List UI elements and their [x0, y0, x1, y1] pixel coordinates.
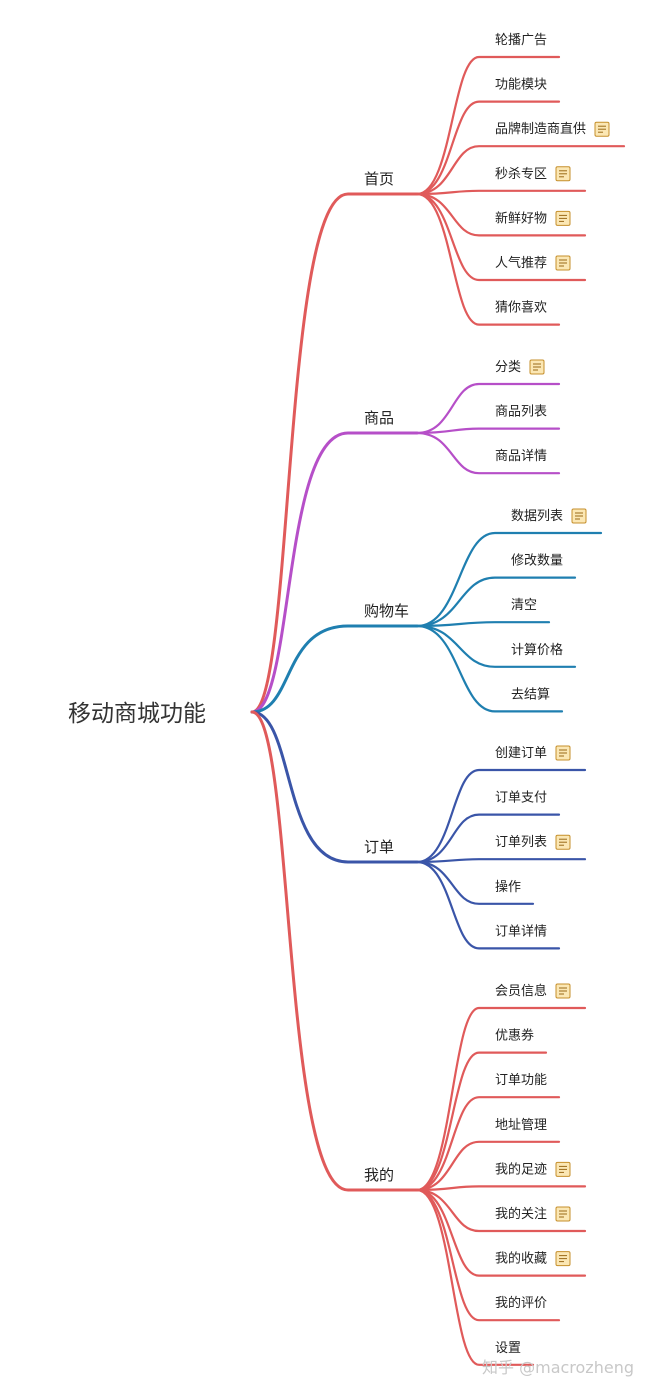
leaf-node[interactable]: 修改数量	[511, 554, 563, 569]
leaf-node[interactable]: 订单支付	[495, 791, 547, 806]
edge-root-goods	[250, 431, 419, 714]
leaf-node[interactable]: 我的关注	[495, 1206, 547, 1222]
note-icon[interactable]	[555, 745, 571, 761]
edge-leaf	[415, 427, 561, 435]
leaf-node[interactable]: 商品列表	[495, 405, 547, 420]
note-icon[interactable]	[594, 121, 610, 137]
edge-leaf	[415, 576, 577, 628]
edge-leaf	[415, 858, 587, 864]
edge-leaf	[415, 860, 535, 905]
leaf-node[interactable]: 人气推荐	[495, 255, 547, 271]
edge-leaf	[415, 1188, 587, 1233]
leaf-node[interactable]: 秒杀专区	[495, 167, 547, 182]
edge-leaf	[415, 1051, 548, 1192]
edge-root-mine	[250, 710, 419, 1192]
edge-leaf	[415, 531, 603, 628]
note-icon[interactable]	[555, 1251, 571, 1267]
edge-leaf	[415, 1188, 561, 1322]
leaf-node[interactable]: 轮播广告	[495, 33, 547, 48]
leaf-node[interactable]: 数据列表	[511, 509, 563, 524]
edge-leaf	[415, 189, 587, 196]
edge-leaf	[415, 768, 587, 864]
edge-leaf	[415, 624, 564, 713]
edge-leaf	[415, 1096, 561, 1192]
leaf-node[interactable]: 会员信息	[495, 983, 547, 999]
edge-leaf	[415, 1188, 587, 1277]
leaf-node[interactable]: 去结算	[511, 687, 550, 702]
edge-leaf	[415, 192, 587, 282]
edge-root-cart	[250, 624, 419, 714]
branch-node-goods[interactable]: 商品	[364, 409, 394, 427]
note-icon[interactable]	[529, 359, 545, 375]
note-icon[interactable]	[571, 508, 587, 524]
leaf-node[interactable]: 功能模块	[495, 78, 547, 93]
edge-leaf	[415, 860, 561, 950]
edge-leaf	[415, 145, 626, 196]
edge-leaf	[415, 621, 551, 628]
edge-leaf	[415, 1140, 561, 1192]
edge-leaf	[415, 1188, 535, 1366]
leaf-node[interactable]: 新鲜好物	[495, 210, 547, 226]
note-icon[interactable]	[555, 983, 571, 999]
branch-node-cart[interactable]: 购物车	[364, 602, 409, 620]
edge-leaf	[415, 1006, 587, 1192]
note-icon[interactable]	[555, 255, 571, 271]
leaf-node[interactable]: 清空	[511, 598, 537, 613]
leaf-node[interactable]: 品牌制造商直供	[495, 121, 586, 137]
edge-leaf	[415, 624, 577, 668]
note-icon[interactable]	[555, 1161, 571, 1177]
leaf-node[interactable]: 猜你喜欢	[495, 301, 547, 316]
note-icon[interactable]	[555, 210, 571, 226]
root-node[interactable]: 移动商城功能	[68, 701, 206, 727]
note-icon[interactable]	[555, 834, 571, 850]
leaf-node[interactable]: 计算价格	[511, 642, 563, 658]
edge-leaf	[415, 382, 561, 435]
edge-leaf	[415, 100, 561, 196]
note-icon[interactable]	[555, 166, 571, 182]
edge-leaf	[415, 1185, 587, 1192]
note-icon[interactable]	[555, 1206, 571, 1222]
leaf-node[interactable]: 订单功能	[495, 1073, 547, 1088]
leaf-node[interactable]: 分类	[495, 360, 521, 375]
leaf-node[interactable]: 商品详情	[495, 449, 547, 464]
leaf-node[interactable]: 地址管理	[495, 1118, 547, 1133]
edge-root-order	[250, 710, 419, 864]
leaf-node[interactable]: 订单列表	[495, 835, 547, 850]
leaf-node[interactable]: 订单详情	[495, 924, 547, 939]
leaf-node[interactable]: 设置	[495, 1341, 521, 1356]
leaf-node[interactable]: 操作	[495, 879, 521, 895]
leaf-node[interactable]: 我的足迹	[495, 1161, 547, 1177]
edges-layer	[250, 55, 626, 1366]
edge-leaf	[415, 192, 587, 237]
edge-leaf	[415, 813, 561, 864]
edge-leaf	[415, 431, 561, 475]
leaf-node[interactable]: 我的收藏	[495, 1251, 547, 1267]
watermark: 知乎 @macrozheng	[482, 1358, 634, 1377]
branch-node-home[interactable]: 首页	[364, 170, 394, 188]
leaf-node[interactable]: 创建订单	[495, 746, 547, 761]
edge-root-home	[250, 192, 419, 714]
leaf-node[interactable]: 我的评价	[495, 1295, 547, 1311]
branch-node-order[interactable]: 订单	[364, 838, 394, 856]
edge-leaf	[415, 192, 561, 326]
leaf-node[interactable]: 优惠券	[495, 1028, 534, 1044]
edge-leaf	[415, 55, 561, 196]
branch-node-mine[interactable]: 我的	[364, 1166, 394, 1184]
